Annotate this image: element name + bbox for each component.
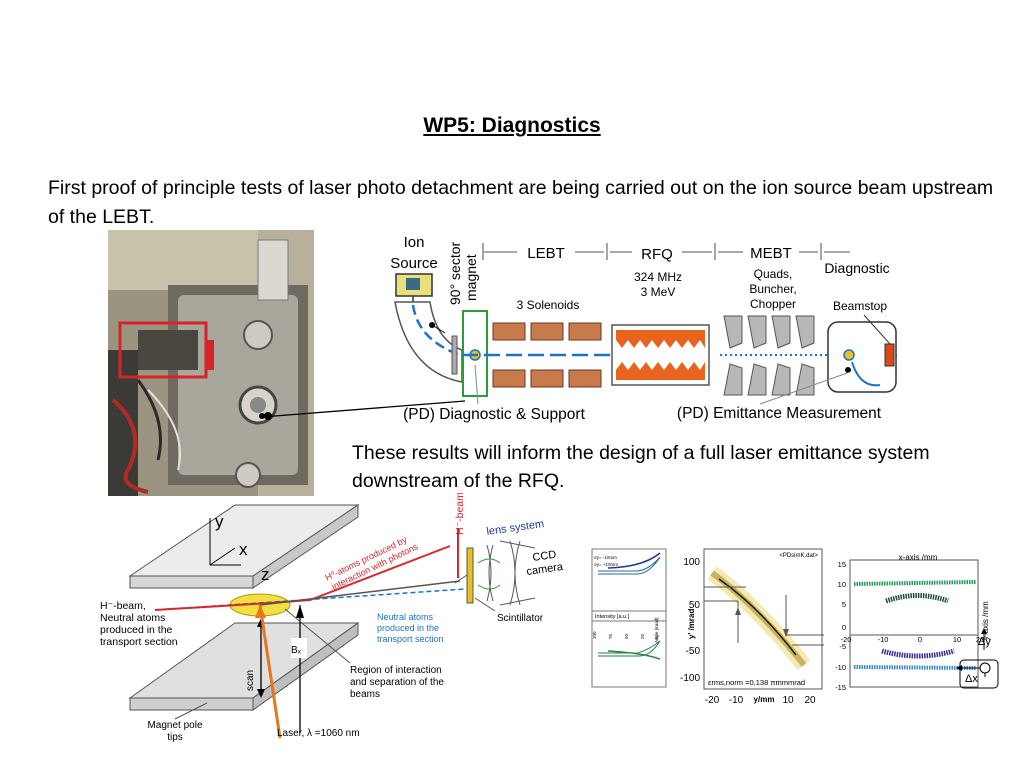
- rfq-energy-label: 3 MeV: [641, 285, 676, 299]
- profile-right-label: y-axis /mm: [981, 601, 990, 640]
- ccd-label-2: camera: [526, 561, 565, 578]
- hbeam-label-3: produced in the: [100, 624, 173, 636]
- region-label-2: and separation of the: [350, 677, 444, 688]
- profile-ytick-6: -10: [835, 663, 846, 672]
- mebt-label: MEBT: [750, 245, 792, 262]
- ion-source-label-2: Source: [390, 255, 438, 272]
- emittance-ytick-1: 100: [683, 557, 700, 568]
- region-label-3: beams: [350, 689, 380, 700]
- axis-y-label: y: [215, 512, 224, 531]
- slide-title: WP5: Diagnostics: [423, 114, 601, 137]
- axis-x-label: x: [239, 540, 248, 559]
- profile-top-label: x-axis /mm: [899, 553, 938, 562]
- emittance-plot: <PDsimK.dat> 100 50 -50 -100 y' /mrad -2…: [680, 548, 824, 706]
- bx-label: Bₓ: [291, 645, 302, 656]
- axis-z-label: z: [261, 565, 270, 584]
- profile-ytick-1: 15: [838, 560, 846, 569]
- profile-xtick-5: 20: [976, 635, 984, 644]
- profile-xtick-3: 0: [918, 635, 922, 644]
- small-plot-ylabel: Angle [mrad]: [654, 617, 659, 643]
- pole-label-2: tips: [167, 732, 183, 743]
- hbeam-vertical-label: H⁻-beam: [454, 493, 466, 535]
- rfq-freq-label: 324 MHz: [634, 270, 682, 284]
- conclusion-text: These results will inform the design of …: [352, 442, 930, 492]
- emittance-xtick-3: 10: [782, 695, 794, 706]
- emittance-ylabel: y' /mrad: [687, 609, 696, 639]
- rfq-label: RFQ: [641, 246, 673, 263]
- intensity-profile-plot: Intensity [a.u.] σy= -10mm σy= +10mm 100…: [591, 548, 667, 688]
- neutral-label-1: Neutral atoms: [377, 612, 434, 622]
- ion-source-photo: [108, 230, 314, 496]
- sector-magnet: [394, 301, 463, 383]
- dy-label: Δy: [978, 636, 991, 648]
- mebt-item-3: Chopper: [750, 297, 796, 311]
- emittance-value-label: εrms,norm =0,138 πmmmrad: [708, 678, 805, 687]
- small-plot-legend-1: σy= -10mm: [594, 555, 617, 560]
- neutral-label-2: produced in the: [377, 623, 439, 633]
- pd-emittance-label: (PD) Emittance Measurement: [677, 405, 882, 422]
- small-plot-xtick-5: 0: [654, 636, 659, 639]
- profile-xtick-4: 10: [953, 635, 961, 644]
- small-plot-xtick-2: 75: [608, 633, 613, 639]
- profile-ytick-5: -5: [839, 642, 846, 651]
- hbeam-label-1: H⁻-beam,: [100, 600, 146, 612]
- laser-interaction-schematic: y x z Bₓ scan H⁻-beam, Neutral atoms pro…: [100, 493, 565, 743]
- sector-magnet-label-1: 90° sector: [447, 241, 463, 305]
- profile-ytick-3: 5: [842, 600, 846, 609]
- mebt-item-2: Buncher,: [749, 282, 796, 296]
- ion-source-label-1: Ion: [404, 234, 425, 251]
- small-plot-xtick-1: 100: [592, 631, 597, 639]
- profile-ytick-7: -15: [835, 683, 846, 692]
- small-plot-legend-2: σy= +10mm: [594, 562, 618, 567]
- diagnostic-label: Diagnostic: [824, 260, 889, 276]
- region-label-1: Region of interaction: [350, 665, 442, 676]
- hbeam-label-4: transport section: [100, 636, 178, 648]
- pole-label-1: Magnet pole: [147, 720, 202, 731]
- beam-profile-plot: x-axis /mm 15 10 5 0 -5 -10 -15 -20 -10 …: [835, 553, 999, 692]
- emittance-xlabel: y/mm: [754, 695, 775, 704]
- profile-ytick-2: 10: [838, 580, 846, 589]
- profile-ytick-4: 0: [842, 623, 846, 632]
- dx-label: Δx: [965, 673, 978, 685]
- emittance-xtick-4: 20: [804, 695, 816, 706]
- emittance-xtick-1: -20: [705, 695, 720, 706]
- hbeam-label-2: Neutral atoms: [100, 612, 165, 624]
- profile-xtick-1: -20: [841, 635, 852, 644]
- beamline-diagram: Ion Source 90° sector magnet LEBT RFQ ME…: [259, 234, 900, 423]
- emittance-ytick-2: 50: [689, 600, 701, 611]
- laser-label: Laser, λ =1060 nm: [277, 728, 360, 739]
- beamstop-label: Beamstop: [833, 299, 887, 313]
- lebt-label: LEBT: [527, 245, 565, 262]
- ccd-label-1: CCD: [532, 549, 557, 564]
- small-plot-xtick-3: 50: [624, 633, 629, 639]
- intro-text: First proof of principle tests of laser …: [48, 177, 994, 228]
- neutral-label-3: transport section: [377, 634, 444, 644]
- solenoids-label: 3 Solenoids: [517, 298, 580, 312]
- scan-label: scan: [245, 670, 256, 691]
- mebt-item-1: Quads,: [754, 267, 793, 281]
- emittance-ytick-3: -50: [686, 646, 701, 657]
- small-plot-xtick-4: 25: [640, 633, 645, 639]
- profile-xtick-2: -10: [878, 635, 889, 644]
- scintillator-label: Scintillator: [497, 613, 544, 624]
- emittance-xtick-2: -10: [729, 695, 744, 706]
- emittance-file-label: <PDsimK.dat>: [779, 553, 818, 559]
- lens-label: lens system: [486, 518, 545, 538]
- pd-support-label: (PD) Diagnostic & Support: [403, 406, 585, 423]
- beamstop-box: [827, 321, 897, 393]
- emittance-ytick-4: -100: [680, 673, 700, 684]
- small-plot-xlabel: Intensity [a.u.]: [595, 614, 630, 620]
- sector-magnet-label-2: magnet: [463, 254, 479, 301]
